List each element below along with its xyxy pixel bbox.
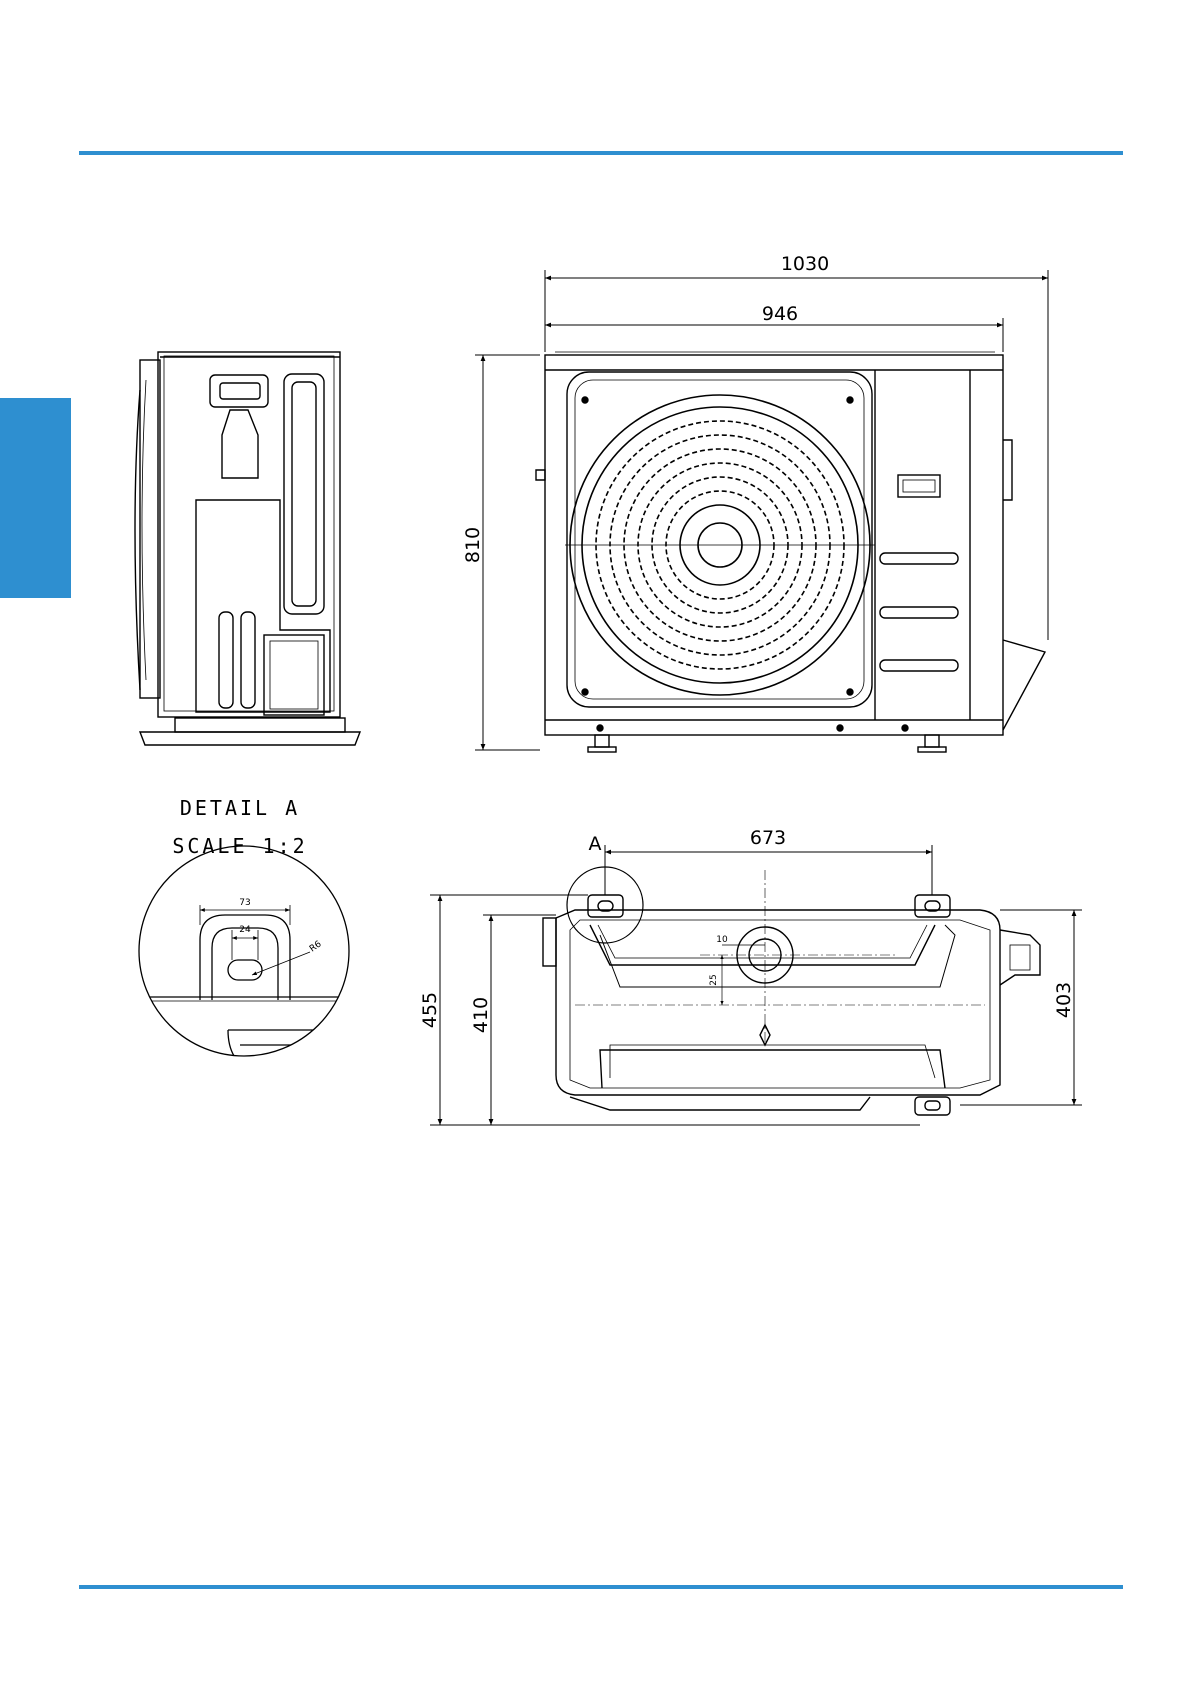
dim-depth-side: 403 (1053, 982, 1075, 1018)
dim-depth-total: 455 (419, 992, 441, 1028)
bottom-dimensions (430, 845, 1082, 1125)
detail-marker: A (589, 833, 602, 855)
dim-width-total: 1030 (781, 253, 829, 275)
dim-hole-offset-x: 10 (716, 935, 728, 945)
dim-mount-spacing: 673 (750, 827, 786, 849)
detail-dim-inner: 24 (239, 925, 251, 935)
detail-dim-outer: 73 (239, 898, 250, 908)
dim-width-body: 946 (762, 303, 798, 325)
fan-grille (565, 395, 875, 695)
dim-height: 810 (462, 527, 484, 563)
front-view (536, 352, 1045, 752)
bottom-view (543, 867, 1040, 1115)
detail-title: DETAIL A (180, 796, 300, 820)
side-view (135, 352, 360, 745)
detail-dim-radius: R6 (308, 939, 324, 954)
detail-a-view (139, 846, 350, 1070)
dim-depth-body: 410 (470, 997, 492, 1033)
dim-hole-offset-y: 25 (709, 974, 719, 985)
